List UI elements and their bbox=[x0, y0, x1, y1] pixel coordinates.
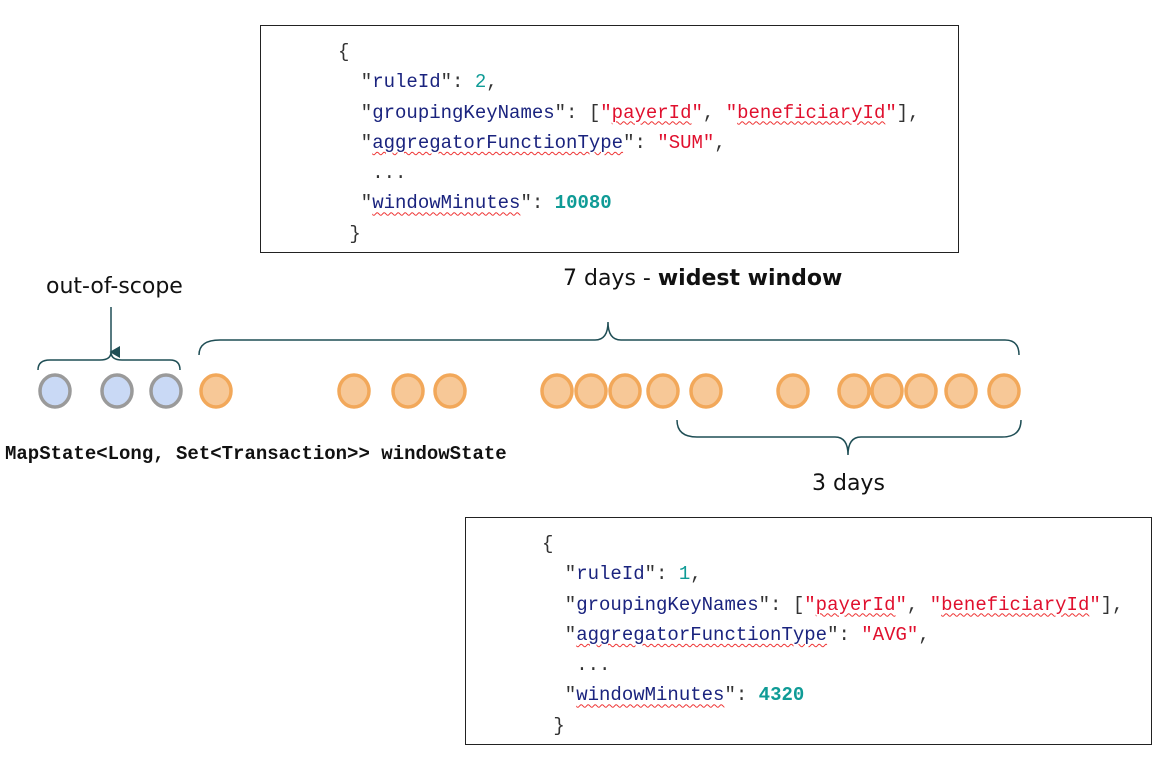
grouping-key: beneficiaryId bbox=[941, 593, 1090, 616]
key: windowMinutes bbox=[576, 684, 725, 707]
aggregator-value: AVG bbox=[872, 623, 907, 646]
in-window-event bbox=[574, 373, 608, 409]
window-state-label: MapState<Long, Set<Transaction>> windowS… bbox=[5, 443, 507, 465]
in-window-event bbox=[646, 373, 680, 409]
out-of-scope-event bbox=[38, 373, 72, 409]
three-day-bracket bbox=[676, 419, 1022, 456]
key: windowMinutes bbox=[372, 192, 521, 215]
grouping-key: payerId bbox=[611, 101, 692, 124]
in-window-event bbox=[837, 373, 871, 409]
key: groupingKeyNames bbox=[576, 593, 759, 616]
in-window-event bbox=[987, 373, 1021, 409]
seven-day-bracket bbox=[198, 321, 1020, 356]
key: aggregatorFunctionType bbox=[372, 131, 624, 154]
rule-2-json: { "ruleId": 2, "groupingKeyNames": ["pay… bbox=[338, 41, 920, 245]
key: groupingKeyNames bbox=[372, 101, 555, 124]
in-window-event bbox=[776, 373, 810, 409]
rule-id-value: 2 bbox=[474, 71, 487, 94]
in-window-event bbox=[904, 373, 938, 409]
aggregator-value: SUM bbox=[668, 131, 703, 154]
ellipsis: ... bbox=[372, 162, 407, 185]
seven-days-label: 7 days - widest window bbox=[563, 266, 842, 291]
rule-2-box bbox=[260, 25, 959, 253]
rule-1-json: { "ruleId": 1, "groupingKeyNames": ["pay… bbox=[542, 533, 1124, 737]
window-minutes-value: 4320 bbox=[758, 684, 805, 707]
widest-window-text: widest window bbox=[657, 266, 843, 291]
in-window-event bbox=[689, 373, 723, 409]
in-window-event bbox=[870, 373, 904, 409]
in-window-event bbox=[433, 373, 467, 409]
out-of-scope-bracket bbox=[37, 351, 181, 371]
seven-days-prefix: 7 days - bbox=[563, 266, 658, 291]
ellipsis: ... bbox=[576, 654, 611, 677]
out-of-scope-event bbox=[100, 373, 134, 409]
out-of-scope-label: out-of-scope bbox=[46, 274, 183, 299]
rule-1-box bbox=[465, 517, 1152, 745]
in-window-event bbox=[391, 373, 425, 409]
key: ruleId bbox=[372, 71, 441, 94]
rule-id-value: 1 bbox=[678, 563, 691, 586]
out-of-scope-event bbox=[149, 373, 183, 409]
in-window-event bbox=[199, 373, 233, 409]
in-window-event bbox=[608, 373, 642, 409]
in-window-event bbox=[540, 373, 574, 409]
window-minutes-value: 10080 bbox=[554, 192, 612, 215]
key: ruleId bbox=[576, 563, 645, 586]
grouping-key: payerId bbox=[815, 593, 896, 616]
grouping-key: beneficiaryId bbox=[737, 101, 886, 124]
three-days-label: 3 days bbox=[812, 471, 885, 496]
in-window-event bbox=[337, 373, 371, 409]
in-window-event bbox=[944, 373, 978, 409]
key: aggregatorFunctionType bbox=[576, 623, 828, 646]
